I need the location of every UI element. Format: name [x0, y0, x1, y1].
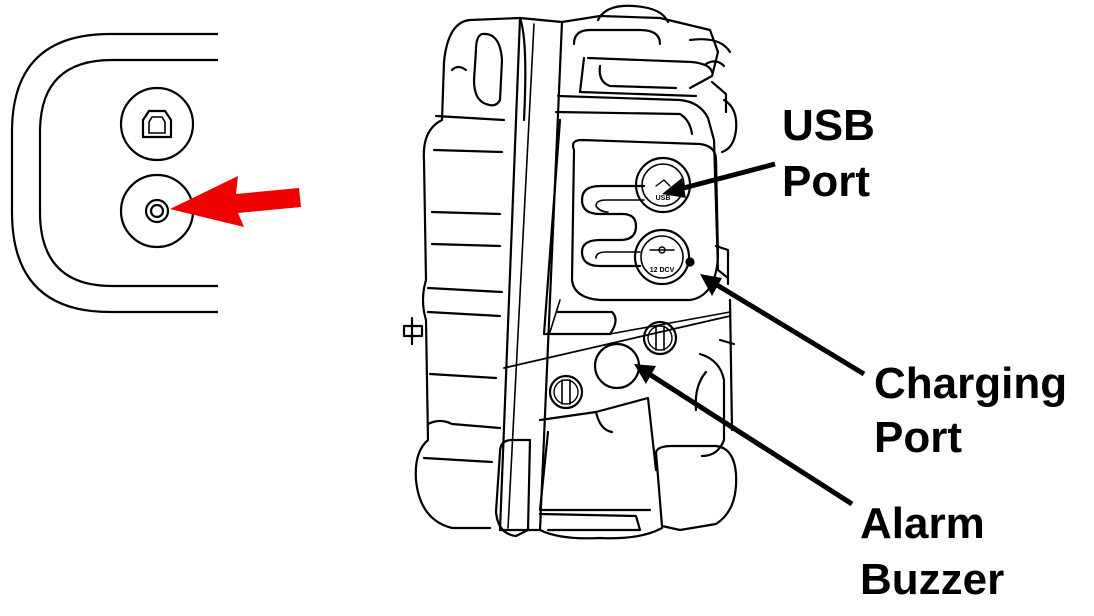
port-panel — [542, 94, 738, 336]
callout-charging-port: Charging Port — [874, 359, 1067, 462]
port-detail-inset — [10, 32, 218, 314]
charging-port — [633, 228, 695, 286]
usb-port-marking: USB — [656, 195, 671, 202]
label-charging-line1: Charging — [874, 359, 1067, 408]
inset-outer-outline — [10, 32, 218, 314]
callout-usb-port: USB Port — [782, 101, 875, 206]
charge-port-marking: 12 DCV — [650, 267, 675, 274]
cable-channel — [580, 184, 646, 268]
label-charging-line2: Port — [874, 413, 962, 462]
usb-b-socket-icon — [119, 86, 195, 162]
left-bumper — [402, 16, 527, 530]
screw-upper — [642, 320, 678, 356]
screw-lower — [548, 374, 584, 410]
gas-monitor-side-view — [402, 4, 738, 540]
alarm-buzzer-opening — [593, 342, 641, 390]
top-clip — [560, 4, 732, 114]
callout-alarm-buzzer: Alarm Buzzer — [860, 499, 1004, 604]
label-usb-line1: USB — [782, 101, 875, 150]
label-alarm-line2: Buzzer — [860, 555, 1004, 604]
red-arrow-icon — [170, 176, 301, 227]
label-usb-line2: Port — [782, 157, 870, 206]
leader-lines — [634, 161, 866, 507]
label-alarm-line1: Alarm — [860, 499, 985, 548]
inset-inner-outline — [38, 58, 218, 288]
